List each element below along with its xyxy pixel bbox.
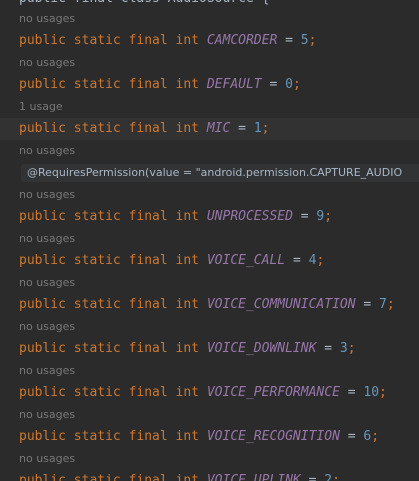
constant-value: 1 — [253, 121, 262, 136]
usage-hint-row[interactable]: no usages — [0, 8, 419, 30]
modifiers-keyword: public static final int — [19, 209, 200, 224]
usage-hint-row[interactable]: no usages — [0, 228, 419, 250]
usage-hint[interactable]: no usages — [19, 452, 76, 465]
constant-name: VOICE_RECOGNITION — [206, 429, 340, 444]
usage-hint-row[interactable]: no usages — [0, 272, 419, 294]
field-declaration: public static final int MIC = 1; — [19, 121, 270, 136]
usage-hint[interactable]: no usages — [19, 364, 76, 377]
modifiers-keyword: public static final int — [19, 473, 200, 481]
usage-hint-row[interactable]: no usages — [0, 52, 419, 74]
semicolon: ; — [308, 33, 317, 48]
semicolon: ; — [347, 341, 356, 356]
constant-value: 10 — [363, 385, 380, 400]
code-line[interactable]: public static final int VOICE_COMMUNICAT… — [0, 294, 419, 316]
field-declaration: public static final int UNPROCESSED = 9; — [19, 209, 333, 224]
constant-name: VOICE_DOWNLINK — [206, 341, 317, 356]
semicolon: ; — [371, 429, 380, 444]
constant-name: CAMCORDER — [206, 33, 278, 48]
field-declaration: public static final int VOICE_PERFORMANC… — [19, 385, 387, 400]
usage-hint[interactable]: no usages — [19, 276, 76, 289]
constant-name: VOICE_PERFORMANCE — [206, 385, 340, 400]
constant-name: DEFAULT — [206, 77, 262, 92]
semicolon: ; — [261, 121, 270, 136]
code-line[interactable]: public static final int CAMCORDER = 5; — [0, 30, 419, 52]
modifiers-keyword: public static final int — [19, 253, 200, 268]
modifiers-keyword: public static final int — [19, 385, 200, 400]
field-declaration: public static final int VOICE_COMMUNICAT… — [19, 297, 395, 312]
semicolon: ; — [292, 77, 301, 92]
semicolon: ; — [332, 473, 340, 481]
constant-name: VOICE_COMMUNICATION — [206, 297, 356, 312]
usage-hint-row[interactable]: no usages — [0, 448, 419, 470]
semicolon: ; — [316, 253, 325, 268]
usage-hint-row[interactable]: no usages — [0, 140, 419, 162]
top-partial-line: public final class AudioSource { — [0, 0, 419, 10]
constant-value: 3 — [339, 341, 348, 356]
constant-name: UNPROCESSED — [206, 209, 293, 224]
constant-value: 7 — [379, 297, 387, 312]
constant-value: 2 — [324, 473, 333, 481]
code-line[interactable]: public static final int MIC = 1; — [0, 118, 419, 140]
usage-hint-row[interactable]: no usages — [0, 404, 419, 426]
constant-value: 0 — [285, 77, 293, 92]
modifiers-keyword: public static final int — [19, 121, 200, 136]
code-line[interactable]: public static final int VOICE_RECOGNITIO… — [0, 426, 419, 448]
field-declaration: public static final int VOICE_DOWNLINK =… — [19, 341, 356, 356]
code-line[interactable]: public static final int VOICE_CALL = 4; — [0, 250, 419, 272]
code-line[interactable]: public static final int VOICE_DOWNLINK =… — [0, 338, 419, 360]
semicolon: ; — [324, 209, 333, 224]
annotation-row[interactable]: @RequiresPermission(value = "android.per… — [0, 162, 419, 184]
semicolon: ; — [386, 297, 395, 312]
code-line[interactable]: public static final int VOICE_PERFORMANC… — [0, 382, 419, 404]
usage-hint-row[interactable]: 1 usage — [0, 96, 419, 118]
usage-hint[interactable]: no usages — [19, 232, 76, 245]
semicolon: ; — [379, 385, 387, 400]
constant-name: VOICE_UPLINK — [206, 473, 301, 481]
field-declaration: public static final int VOICE_UPLINK = 2… — [19, 472, 340, 481]
usage-hint-row[interactable]: no usages — [0, 360, 419, 382]
usage-hint-row[interactable]: no usages — [0, 184, 419, 206]
field-declaration: public static final int DEFAULT = 0; — [19, 77, 301, 92]
constant-value: 6 — [363, 429, 372, 444]
constant-value: 4 — [308, 253, 317, 268]
modifiers-keyword: public static final int — [19, 297, 200, 312]
usage-hint-row[interactable]: no usages — [0, 316, 419, 338]
class-declaration: public final class AudioSource { — [19, 0, 269, 8]
usage-hint[interactable]: no usages — [19, 144, 76, 157]
constant-value: 5 — [300, 33, 309, 48]
usage-hint[interactable]: no usages — [19, 12, 76, 25]
usage-hint[interactable]: 1 usage — [19, 100, 63, 113]
field-declaration: public static final int CAMCORDER = 5; — [19, 33, 317, 48]
modifiers-keyword: public static final int — [19, 429, 200, 444]
code-line[interactable]: public static final int DEFAULT = 0; — [0, 74, 419, 96]
usage-hint[interactable]: no usages — [19, 188, 76, 201]
folded-annotation[interactable]: @RequiresPermission(value = "android.per… — [21, 164, 419, 182]
code-line[interactable]: public static final int UNPROCESSED = 9; — [0, 206, 419, 228]
usage-hint[interactable]: no usages — [19, 408, 76, 421]
usage-hint[interactable]: no usages — [19, 56, 76, 69]
code-line[interactable]: public static final int VOICE_UPLINK = 2… — [0, 470, 419, 481]
modifiers-keyword: public static final int — [19, 341, 200, 356]
modifiers-keyword: public static final int — [19, 77, 200, 92]
constant-value: 9 — [316, 209, 325, 224]
modifiers-keyword: public static final int — [19, 33, 200, 48]
constant-name: VOICE_CALL — [206, 253, 286, 268]
field-declaration: public static final int VOICE_CALL = 4; — [19, 253, 325, 268]
usage-hint[interactable]: no usages — [19, 320, 76, 333]
constant-name: MIC — [206, 121, 231, 136]
field-declaration: public static final int VOICE_RECOGNITIO… — [19, 429, 380, 444]
